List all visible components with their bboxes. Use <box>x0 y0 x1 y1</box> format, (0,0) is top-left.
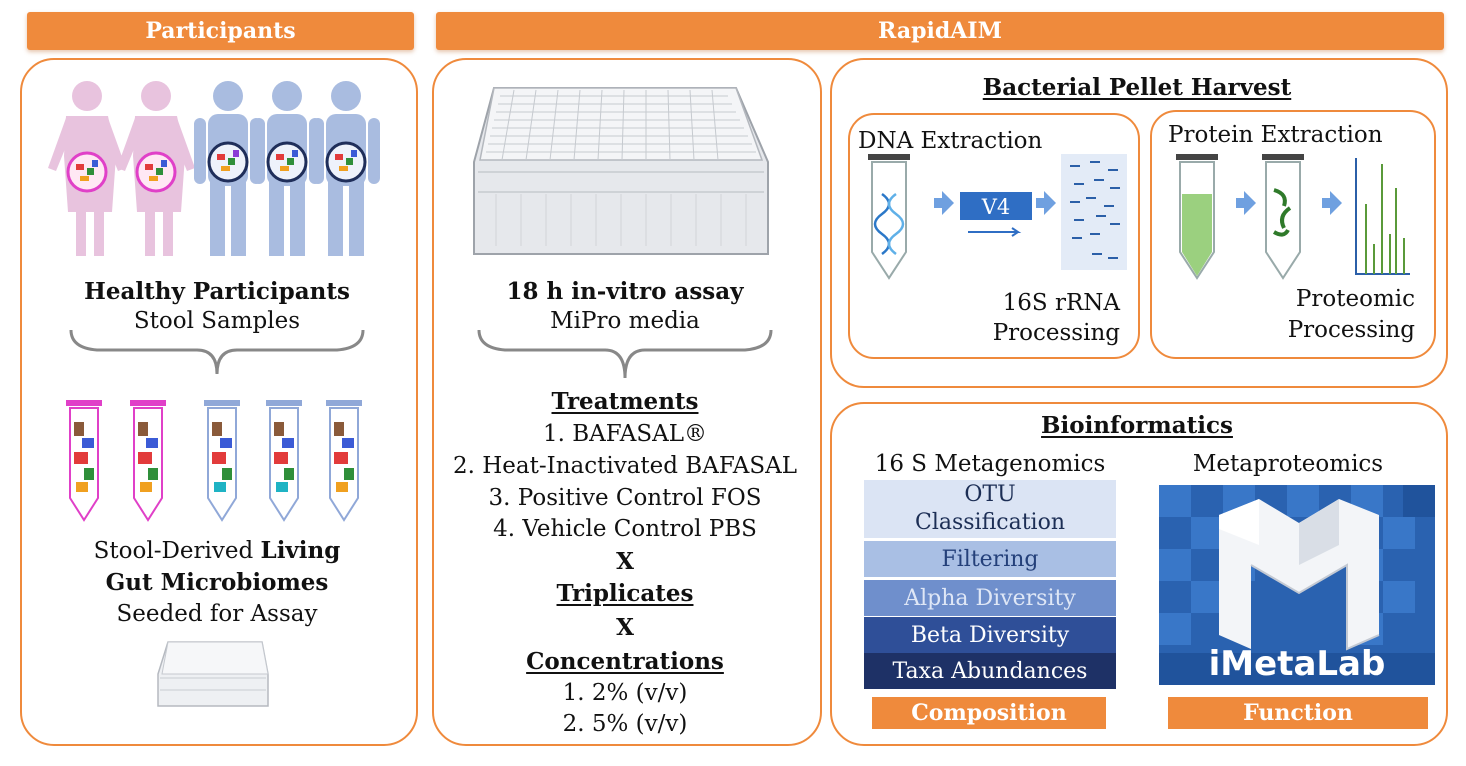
concentration-1: 1. 2% (v/v) <box>562 680 688 706</box>
imetalab-logo-graphic <box>1159 485 1435 685</box>
treatment-4: 4. Vehicle Control PBS <box>493 516 757 542</box>
treatment-3: 3. Positive Control FOS <box>488 485 762 511</box>
assay-title: 18 h in-vitro assay <box>506 278 744 305</box>
harvest-heading: Bacterial Pellet Harvest <box>982 74 1292 101</box>
metaproteomics-title: Metaproteomics <box>1192 451 1384 477</box>
step-alpha-diversity: Alpha Diversity <box>864 580 1116 616</box>
assay-brace <box>477 329 773 379</box>
protein-workflow <box>1176 154 1410 280</box>
imetalab-logo-text: iMetaLab <box>1208 644 1386 684</box>
seeded-label: Seeded for Assay <box>116 601 318 627</box>
dna-workflow <box>868 154 1127 280</box>
treatment-1: 1. BAFASAL® <box>543 421 707 447</box>
protein-title: Protein Extraction <box>1168 122 1383 148</box>
living-prefix: Stool-Derived <box>93 538 261 564</box>
treatment-2: 2. Heat-Inactivated BAFASAL <box>452 453 798 479</box>
gut-microbiomes-label: Gut Microbiomes <box>105 569 329 596</box>
small-plate-illustration <box>157 641 269 707</box>
stool-samples-label: Stool Samples <box>133 308 301 334</box>
v4-label[interactable]: V4 <box>981 195 1011 219</box>
people-illustration <box>48 81 380 256</box>
treatments-heading: Treatments <box>551 388 699 415</box>
metagenomics-title: 16 S Metagenomics <box>874 451 1106 477</box>
dna-title: DNA Extraction <box>858 128 1043 154</box>
step-filtering: Filtering <box>864 541 1116 577</box>
rapidaim-banner: RapidAIM <box>436 12 1444 50</box>
multiply-x-1: X <box>616 548 634 575</box>
healthy-participants-label: Healthy Participants <box>84 278 350 305</box>
composition-tag: Composition <box>872 697 1106 729</box>
concentrations-heading: Concentrations <box>526 648 724 675</box>
participants-brace <box>69 329 365 375</box>
dna-processing-line1: 16S rRNA <box>1002 290 1120 316</box>
step-taxa-abundances: Taxa Abundances <box>864 653 1116 689</box>
step-otu-classification: OTU Classification <box>864 480 1116 538</box>
step-beta-diversity: Beta Diversity <box>864 617 1116 653</box>
living-bold: Living <box>260 537 341 564</box>
triplicates-heading: Triplicates <box>556 580 694 607</box>
living-microbiomes-line1: Stool-Derived Living <box>20 537 414 565</box>
sample-tubes <box>66 400 362 522</box>
protein-processing-line2: Processing <box>1287 317 1415 343</box>
participants-banner: Participants <box>27 12 414 50</box>
assay-media: MiPro media <box>550 308 700 334</box>
protein-processing-line1: Proteomic <box>1295 286 1415 312</box>
dna-processing-line2: Processing <box>992 320 1120 346</box>
bioinformatics-heading: Bioinformatics <box>1041 412 1233 439</box>
concentration-2: 2. 5% (v/v) <box>562 711 688 737</box>
function-tag: Function <box>1168 697 1428 729</box>
multiply-x-2: X <box>616 614 634 641</box>
well-plate-illustration <box>473 87 769 255</box>
